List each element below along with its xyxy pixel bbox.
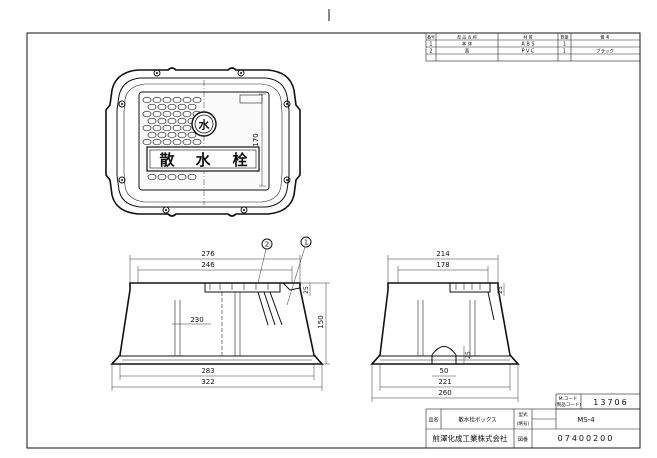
- honeycomb-cell: [187, 131, 197, 139]
- callout-2-label: 2: [265, 241, 269, 249]
- honeycomb-cell: [157, 117, 167, 125]
- parts-table: 番号 部 品 名 称 材 質 数量 備 考 1 本 体 A B S 1 2 蓋 …: [425, 32, 641, 62]
- dim-front-246: 246: [201, 261, 215, 269]
- honeycomb-cell: [192, 96, 202, 104]
- honeycomb-cell: [162, 124, 172, 132]
- dim-top-170: 170: [252, 133, 260, 146]
- lid-label-char-3: 栓: [232, 151, 247, 169]
- honeycomb-cell: [147, 117, 157, 125]
- honeycomb-cell: [177, 131, 187, 139]
- honeycomb-cell: [162, 138, 172, 146]
- honeycomb-cell: [142, 110, 152, 118]
- honeycomb-cell: [142, 138, 152, 146]
- product-value: 散水栓ボックス: [458, 416, 496, 424]
- dim-side-214: 214: [436, 250, 450, 258]
- parts-row2-no: 2: [429, 49, 432, 55]
- honeycomb-cell: [142, 124, 152, 132]
- parts-row1-material: A B S: [521, 42, 534, 48]
- callout-1-label: 1: [304, 239, 308, 247]
- parts-row2-qty: 1: [563, 49, 566, 55]
- honeycomb-cell: [167, 103, 177, 111]
- honeycomb-cell: [182, 110, 192, 118]
- drawing-label: 図番: [518, 436, 528, 443]
- honeycomb-cell: [177, 103, 187, 111]
- side-view: 214 178 50 25 221 260 25: [370, 250, 520, 402]
- honeycomb-cell: [167, 131, 177, 139]
- honeycomb-cell: [157, 173, 167, 181]
- dim-side-25: 25: [497, 286, 504, 294]
- honeycomb-cell: [147, 173, 157, 181]
- honeycomb-cell: [162, 96, 172, 104]
- lid-emblem: [191, 111, 217, 137]
- callout-2: [261, 238, 273, 250]
- honeycomb-cell: [187, 103, 197, 111]
- lid-label-plate: [146, 146, 260, 172]
- parts-header-no: 番号: [427, 34, 435, 40]
- honeycomb-cell: [172, 124, 182, 132]
- honeycomb-cell: [142, 96, 152, 104]
- mcode-label-l1: M.コード: [559, 396, 578, 402]
- callout-1: [300, 236, 312, 248]
- honeycomb-cell: [147, 131, 157, 139]
- lid-emblem-char: 水: [199, 118, 211, 132]
- honeycomb-cell: [172, 138, 182, 146]
- lid-label-char-2: 水: [195, 151, 211, 169]
- mcode-value: 13706: [593, 398, 628, 407]
- honeycomb-cell: [157, 103, 167, 111]
- honeycomb-cell: [152, 96, 162, 104]
- dim-front-283: 283: [201, 367, 214, 375]
- parts-row2-material: P V C: [521, 49, 535, 55]
- model-value: MS-4: [577, 416, 595, 424]
- honeycomb-cell: [162, 110, 172, 118]
- dim-front-230: 230: [190, 316, 203, 324]
- dim-side-221: 221: [438, 378, 451, 386]
- parts-header-name: 部 品 名 称: [457, 34, 477, 40]
- honeycomb-cell: [152, 138, 162, 146]
- dim-front-276: 276: [201, 250, 215, 258]
- honeycomb-cell: [152, 124, 162, 132]
- parts-row2-name: 蓋: [465, 48, 470, 55]
- dim-front-322: 322: [201, 378, 214, 386]
- drawing-value: 07400200: [558, 434, 615, 443]
- honeycomb-cell: [192, 138, 202, 146]
- honeycomb-cell: [157, 131, 167, 139]
- honeycomb-cell: [172, 96, 182, 104]
- dim-side-260: 260: [438, 389, 451, 397]
- honeycomb-cell: [177, 117, 187, 125]
- top-view: 水 散 水 栓 170: [105, 67, 301, 217]
- mcode-label-l2: (製品コード): [555, 401, 581, 408]
- parts-header-note: 備 考: [600, 34, 609, 40]
- honeycomb-cell: [177, 173, 187, 181]
- lid-label-char-1: 散: [159, 151, 175, 169]
- honeycomb-cell: [187, 173, 197, 181]
- dim-side-50: 50: [440, 367, 449, 375]
- model-label-l1: 型式: [519, 411, 528, 418]
- dim-front-150: 150: [317, 315, 325, 328]
- honeycomb-cell: [182, 138, 192, 146]
- honeycomb-cell: [167, 173, 177, 181]
- drawing-frame: [26, 32, 641, 449]
- dim-side-178: 178: [436, 261, 449, 269]
- front-view: 276 246 230 283 322 150 25 2 1: [110, 236, 330, 391]
- honeycomb-cell: [182, 124, 192, 132]
- parts-row1-no: 1: [429, 42, 432, 48]
- honeycomb-cell: [172, 110, 182, 118]
- parts-row2-note: ブラック: [596, 48, 614, 55]
- parts-header-qty: 数量: [561, 34, 569, 40]
- bolt-holes: [118, 69, 291, 214]
- parts-row1-qty: 1: [563, 42, 566, 48]
- dim-side-cutout-25: 25: [465, 351, 472, 359]
- honeycomb-cell: [167, 117, 177, 125]
- title-block: M.コード (製品コード) 13706 品名 散水栓ボックス 型式 (略号) M…: [425, 393, 641, 449]
- model-label-l2: (略号): [517, 420, 530, 427]
- parts-header-material: 材 質: [523, 34, 532, 40]
- product-label: 品名: [428, 417, 438, 424]
- honeycomb-cell: [152, 110, 162, 118]
- honeycomb-cell: [182, 96, 192, 104]
- honeycomb-cell: [147, 103, 157, 111]
- dim-front-25: 25: [303, 286, 310, 294]
- parts-row1-name: 本 体: [462, 41, 473, 48]
- company-name: 前澤化成工業株式会社: [433, 433, 508, 443]
